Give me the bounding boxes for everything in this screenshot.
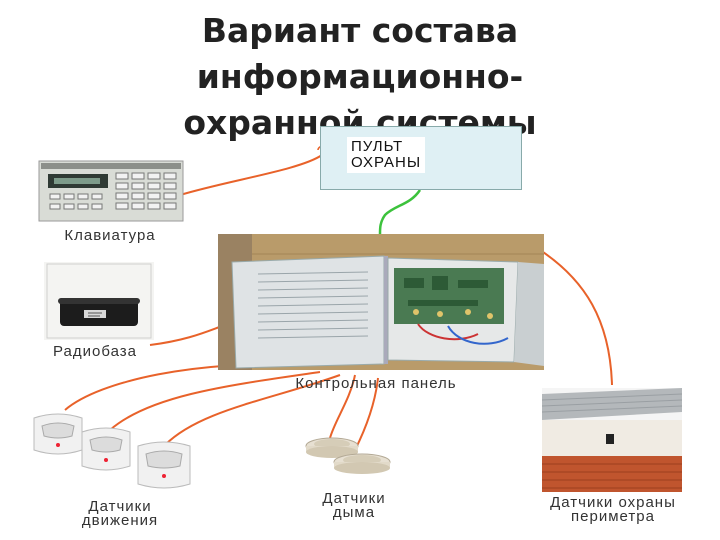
smoke-detector-2 xyxy=(333,453,391,474)
smoke-caption: Датчики дыма xyxy=(304,490,404,521)
motion-detector-1 xyxy=(33,413,83,455)
wire-radiobase xyxy=(149,324,226,346)
wire-smoke-1 xyxy=(329,374,356,439)
pult-label-line-1: ПУЛЬТ xyxy=(351,138,404,155)
smoke-caption-line-2: дыма xyxy=(332,504,376,521)
perimeter-image xyxy=(542,388,682,492)
motion-caption-line-2: движения xyxy=(81,512,159,529)
pult-label: ПУЛЬТ ОХРАНЫ xyxy=(347,137,426,173)
radiobase-caption: Радиобаза xyxy=(53,343,137,360)
control-panel-image xyxy=(218,234,544,370)
perimeter-caption-line-2: периметра xyxy=(571,508,655,525)
motion-detectors-image xyxy=(33,413,191,489)
pult-label-line-2: ОХРАНЫ xyxy=(351,154,422,171)
pult-box: ПУЛЬТ ОХРАНЫ xyxy=(320,126,522,190)
wire-perimeter xyxy=(539,249,613,386)
wire-motion-3 xyxy=(164,374,341,446)
keypad-caption: Клавиатура xyxy=(64,227,156,244)
smoke-detector-1 xyxy=(305,437,359,458)
motion-detector-3 xyxy=(137,441,191,489)
motion-detector-2 xyxy=(81,427,131,471)
wire-keypad xyxy=(179,154,323,196)
radiobase-image xyxy=(44,262,154,340)
title-line-1: Вариант состава информационно- xyxy=(196,11,524,96)
keypad-image xyxy=(38,160,184,222)
motion-caption-line-1: Датчики xyxy=(88,498,152,515)
wire-pult xyxy=(378,189,422,235)
perimeter-caption: Датчики охраны периметра xyxy=(528,494,698,525)
smoke-detectors-image xyxy=(305,437,391,474)
wire-motion-2 xyxy=(109,371,321,431)
smoke-caption-line-1: Датчики xyxy=(322,490,386,507)
perimeter-caption-line-1: Датчики охраны xyxy=(550,494,676,511)
motion-caption: Датчики движения xyxy=(50,498,190,529)
control-panel-caption: Контрольная панель xyxy=(295,375,457,392)
